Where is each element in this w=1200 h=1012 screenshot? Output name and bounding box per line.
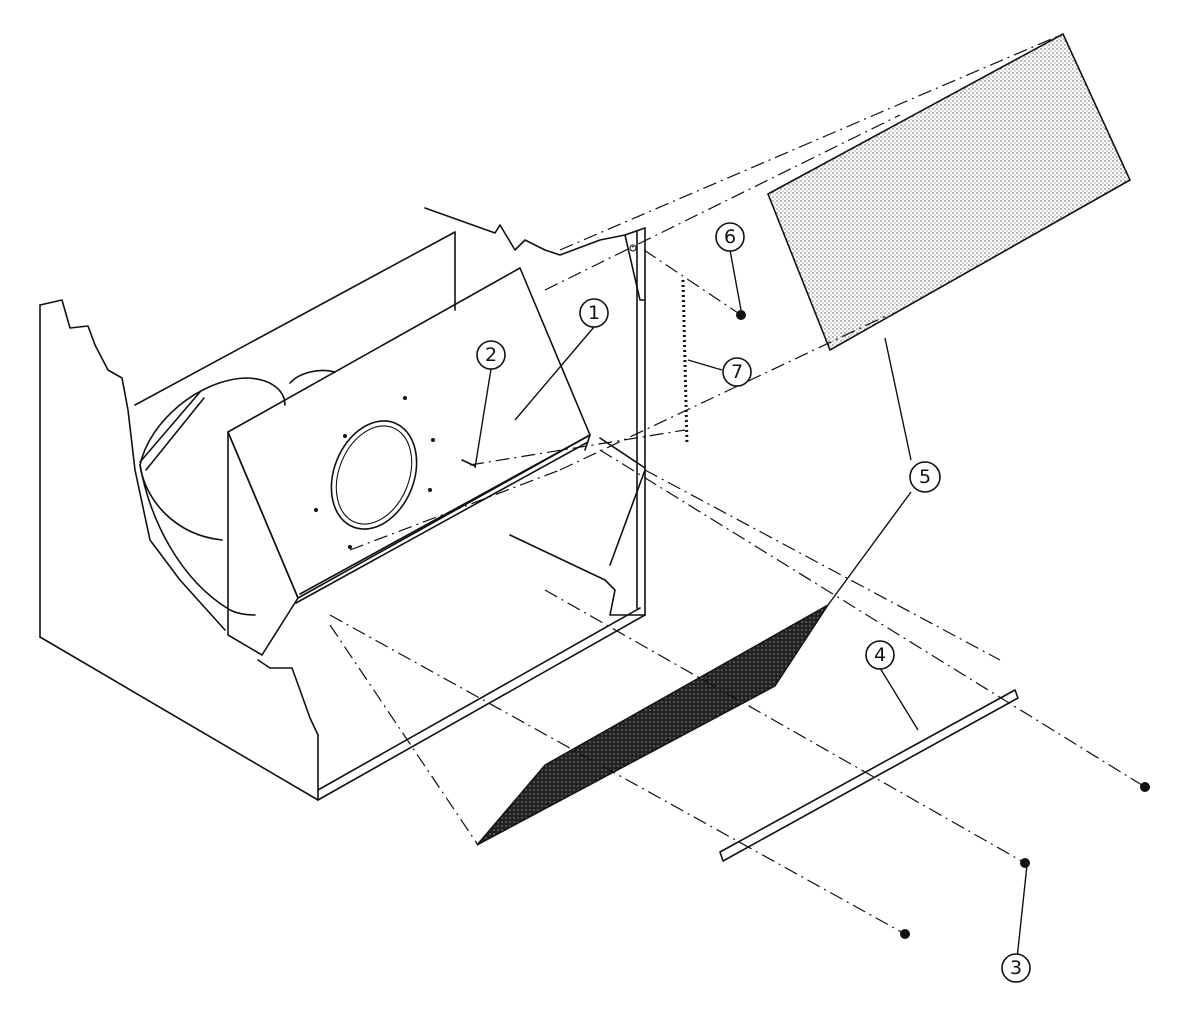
top-filter bbox=[766, 32, 1132, 352]
callout-7: 7 bbox=[722, 357, 752, 387]
callout-5: 5 bbox=[909, 461, 941, 493]
callout-1-label: 1 bbox=[588, 302, 600, 324]
callout-6-label: 6 bbox=[724, 226, 736, 248]
callout-6: 6 bbox=[715, 222, 745, 252]
callout-7-label: 7 bbox=[731, 361, 743, 383]
callout-4: 4 bbox=[865, 640, 895, 670]
front-panel bbox=[227, 267, 591, 656]
grease-filter bbox=[476, 604, 829, 846]
callout-3: 3 bbox=[1001, 953, 1031, 983]
callout-leaders bbox=[474, 249, 1028, 969]
alignment-lines bbox=[329, 33, 1146, 935]
callout-1: 1 bbox=[579, 298, 609, 328]
callout-4-label: 4 bbox=[874, 644, 886, 666]
callout-3-label: 3 bbox=[1010, 957, 1022, 979]
trim-strip bbox=[719, 689, 1019, 862]
callout-2-label: 2 bbox=[485, 344, 497, 366]
fan-wheel bbox=[139, 369, 336, 616]
callout-2: 2 bbox=[476, 340, 506, 370]
gasket-strip bbox=[681, 279, 689, 446]
callout-5-label: 5 bbox=[919, 466, 931, 488]
housing bbox=[39, 207, 646, 801]
